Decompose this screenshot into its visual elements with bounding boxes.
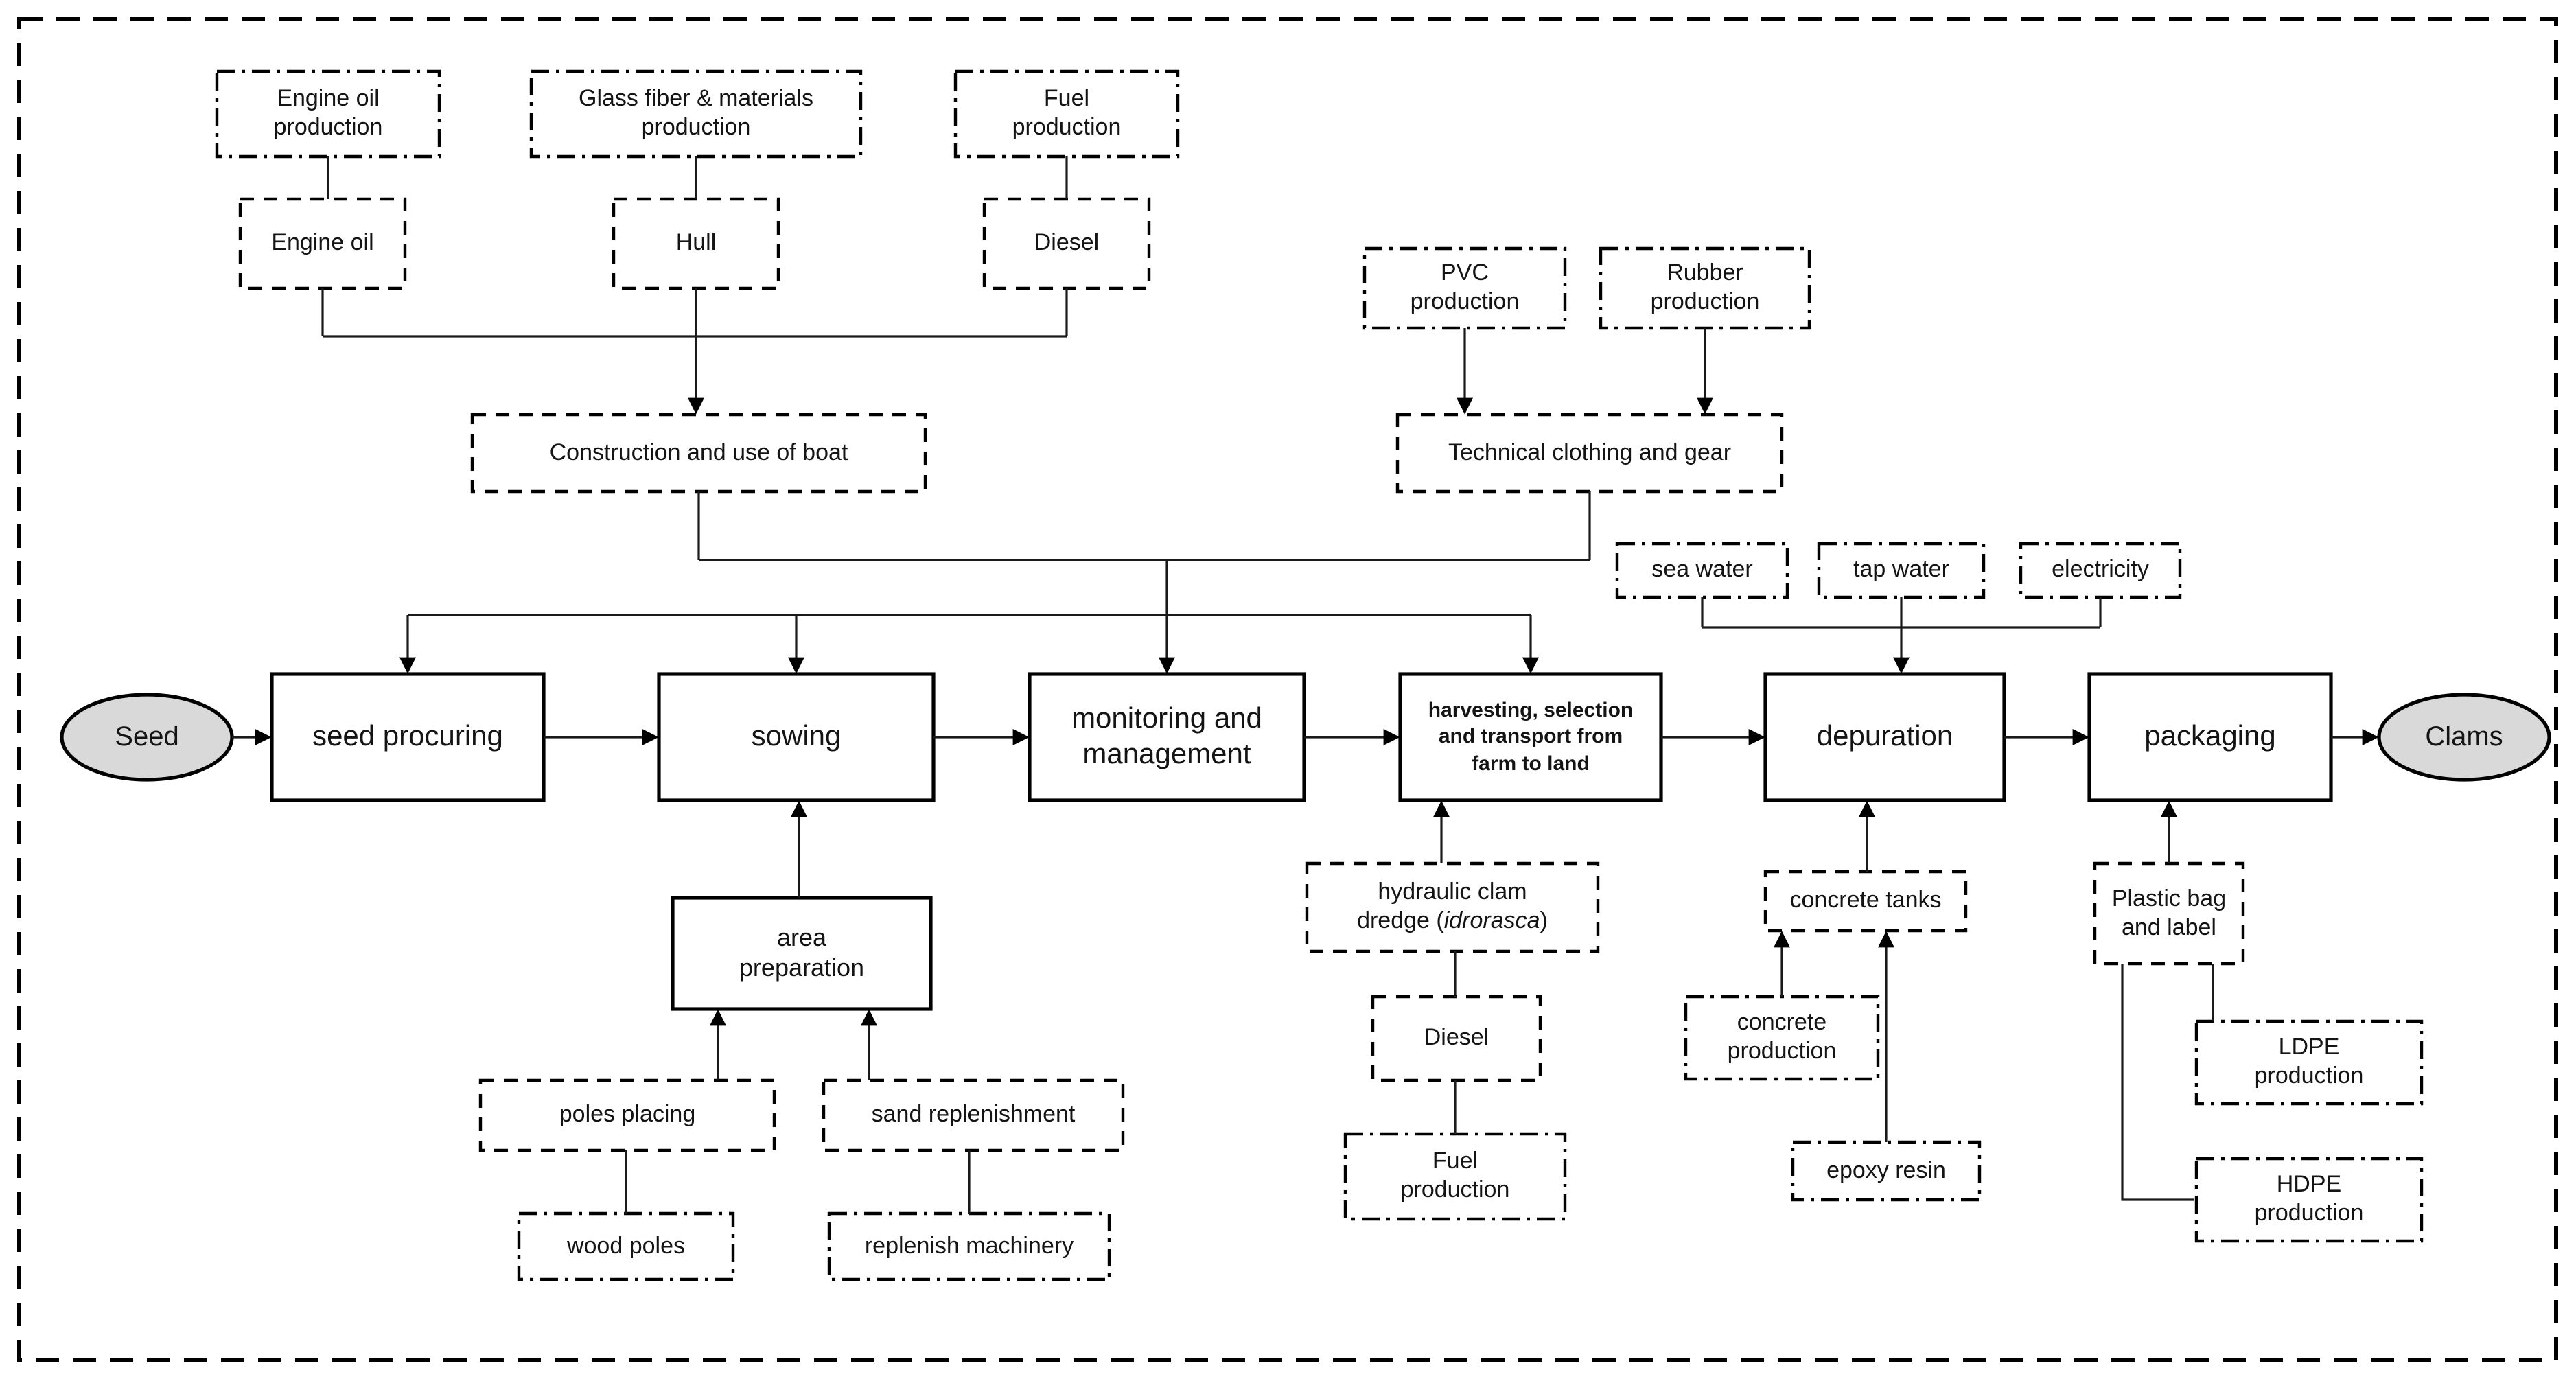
dredge-label-before: hydraulic clam dredge ( — [1357, 879, 1527, 933]
node-diesel-boat: Diesel — [1034, 229, 1100, 256]
box-sea-water — [1615, 542, 1789, 599]
dredge-label-italic: idrorasca — [1443, 907, 1540, 933]
box-engine-oil-production — [215, 69, 441, 159]
stage-depuration: depuration — [1816, 721, 1953, 753]
box-diesel-dredge — [1371, 995, 1542, 1082]
node-glass-fiber-production: Glass fiber & materials production — [579, 85, 813, 140]
box-harvesting — [1398, 672, 1663, 802]
node-poles-placing: poles placing — [559, 1101, 696, 1128]
box-sand-replenishment — [822, 1078, 1125, 1152]
stage-packaging: packaging — [2144, 721, 2276, 753]
box-glass-fiber-production — [529, 69, 863, 159]
box-construction-boat — [470, 413, 927, 494]
node-sand-replenishment: sand replenishment — [871, 1101, 1076, 1128]
box-epoxy-resin — [1791, 1140, 1982, 1202]
node-hydraulic-dredge: hydraulic clam dredge (idrorasca) — [1307, 863, 1598, 951]
node-engine-oil: Engine oil — [271, 229, 374, 256]
stage-monitoring: monitoring and management — [1071, 703, 1262, 770]
node-concrete-tanks: concrete tanks — [1789, 887, 1942, 914]
node-electricity: electricity — [2052, 556, 2149, 583]
box-depuration — [1763, 672, 2006, 802]
box-fuel-production-boat — [953, 69, 1180, 159]
stage-seed-procuring: seed procuring — [312, 721, 503, 753]
node-area-preparation: area preparation — [739, 923, 865, 981]
node-sea-water: sea water — [1651, 556, 1753, 583]
node-pvc-production: PVC production — [1410, 259, 1520, 314]
node-tap-water: tap water — [1853, 556, 1949, 583]
node-rubber-production: Rubber production — [1650, 259, 1760, 314]
node-fuel-production-dredge: Fuel production — [1400, 1148, 1510, 1203]
dredge-label-after: ) — [1540, 907, 1548, 933]
box-hull — [612, 197, 780, 290]
box-technical-clothing — [1395, 413, 1784, 494]
node-hull: Hull — [675, 229, 717, 256]
box-concrete-production — [1684, 995, 1880, 1081]
box-pvc-production — [1362, 246, 1567, 330]
box-fuel-production-dredge — [1343, 1132, 1567, 1221]
node-construction-boat: Construction and use of boat — [549, 439, 848, 465]
node-replenish-machinery: replenish machinery — [864, 1232, 1074, 1259]
terminal-seed: Seed — [115, 721, 179, 752]
node-ldpe-production: LDPE production — [2254, 1034, 2364, 1089]
box-engine-oil — [238, 197, 407, 290]
box-hdpe-production — [2194, 1157, 2424, 1243]
node-hdpe-production: HDPE production — [2254, 1171, 2364, 1226]
node-plastic-bag: Plastic bag and label — [2111, 885, 2227, 940]
edge-plasticbag-hdpe — [2121, 964, 2194, 1201]
box-poles-placing — [478, 1078, 776, 1152]
connectors — [232, 156, 2379, 1214]
terminal-clams: Clams — [2425, 721, 2503, 752]
node-fuel-production-boat: Fuel production — [1012, 85, 1122, 140]
dredge-label: hydraulic clam dredge (idrorasca) — [1357, 879, 1548, 936]
node-technical-clothing: Technical clothing and gear — [1448, 439, 1732, 465]
box-hydraulic-dredge — [1305, 861, 1600, 953]
stage-harvesting: harvesting, selection and transport from… — [1428, 698, 1634, 776]
node-concrete-production: concrete production — [1727, 1009, 1837, 1064]
node-epoxy-resin: epoxy resin — [1826, 1157, 1946, 1183]
box-tap-water — [1817, 542, 1986, 599]
box-ldpe-production — [2194, 1019, 2424, 1106]
box-packaging — [2087, 672, 2333, 802]
box-concrete-tanks — [1763, 870, 1968, 933]
ellipse-clams — [2377, 693, 2551, 782]
box-area-preparation — [671, 896, 933, 1011]
node-engine-oil-production: Engine oil production — [273, 85, 383, 140]
outer-border — [17, 17, 2558, 1362]
box-seed-procuring — [270, 672, 546, 802]
node-diesel-dredge: Diesel — [1424, 1024, 1489, 1051]
stage-sowing: sowing — [751, 721, 842, 753]
box-monitoring — [1028, 672, 1306, 802]
node-wood-poles: wood poles — [566, 1232, 685, 1259]
